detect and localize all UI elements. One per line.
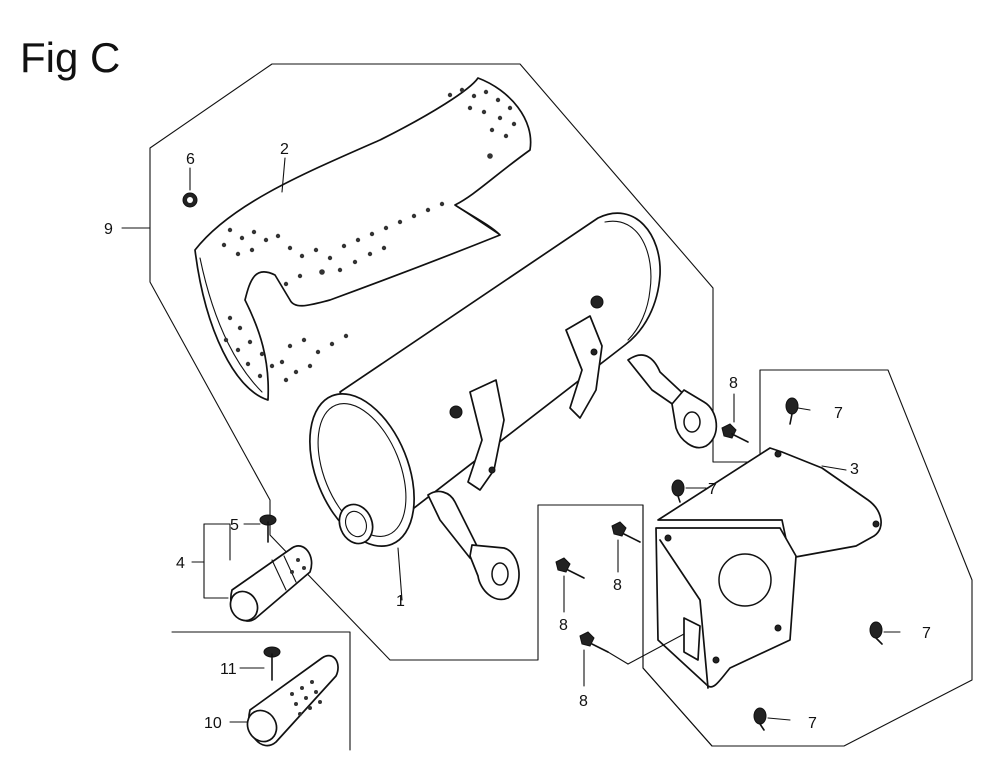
muffler-group-outline [149, 63, 973, 747]
figure-title: Fig C [20, 34, 120, 81]
callout-4: 4 [176, 555, 185, 572]
callout-8-upper: 8 [729, 375, 738, 392]
muffler-heat-shield [655, 447, 882, 689]
callout-7-right: 7 [922, 625, 931, 642]
muffler-body [309, 212, 718, 601]
screw-part-11 [263, 646, 281, 681]
callout-5: 5 [230, 517, 239, 534]
callout-8-center: 8 [613, 577, 622, 594]
heat-shield-group-outline [642, 504, 713, 747]
callout-6: 6 [186, 151, 195, 168]
callout-1: 1 [396, 593, 405, 610]
callout-3: 3 [850, 461, 859, 478]
bolt-part-8-left [555, 557, 585, 579]
spark-arrester-long [246, 654, 339, 747]
callout-7-bottom: 7 [808, 715, 817, 732]
callout-9: 9 [104, 221, 113, 238]
leader-lines [121, 157, 901, 723]
callout-8-left: 8 [559, 617, 568, 634]
bolt-part-7-right [869, 621, 883, 645]
spark-arrester [229, 545, 313, 622]
bolt-part-7-top [785, 397, 799, 425]
bolt-part-8-upper [721, 423, 749, 443]
bolt-part-7-bottom [753, 707, 767, 731]
screw-part-5 [259, 514, 277, 543]
spark-arrester-group-outline [171, 631, 351, 751]
bolt-part-8-lower [579, 631, 609, 653]
callout-10: 10 [204, 715, 222, 732]
callout-7-top: 7 [834, 405, 843, 422]
bolt-part-7-mid [671, 479, 685, 503]
callout-8-lower: 8 [579, 693, 588, 710]
callout-2: 2 [280, 141, 289, 158]
nut-part-6 [182, 192, 198, 208]
callout-7-mid: 7 [708, 481, 717, 498]
callout-11: 11 [220, 661, 237, 678]
muffler-protector [194, 77, 532, 401]
bolt-part-8-center [611, 521, 641, 543]
